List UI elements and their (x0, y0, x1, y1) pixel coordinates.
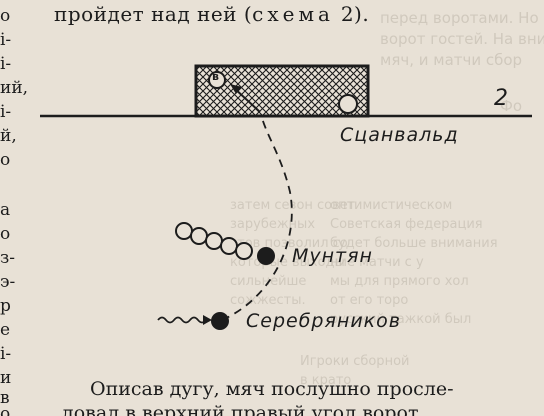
left-fragment: о (0, 404, 11, 416)
bleed-through-fo: Фо (500, 96, 522, 117)
heading-line: пройдет над ней (схема 2). (54, 2, 369, 26)
bleed-line: мяч, и матчи сбор (380, 51, 523, 69)
bleed-line: ние матчи с у (330, 255, 424, 270)
bleed-line: оптимистическом (330, 198, 453, 213)
left-fragment: і- (0, 54, 12, 74)
heading-prefix: пройдет над ней ( (54, 2, 253, 26)
run-arrow-head-icon (203, 315, 212, 325)
bleed-line: Фо (500, 97, 523, 115)
dribble-circle (175, 222, 193, 240)
left-fragment: о (0, 150, 11, 170)
left-fragment: й, (0, 126, 17, 146)
dribble-circle (220, 237, 238, 255)
bleed-through-bottom: Игроки сборной в крато (300, 352, 409, 390)
goalkeeper-marker (338, 94, 358, 114)
left-fragment: з- (0, 248, 16, 268)
body-text-line-1: Описав дугу, мяч послушно просле- (90, 378, 454, 400)
scheme-number-label: 2 (494, 86, 509, 111)
serebryanikov-label: Серебряников (246, 310, 401, 332)
left-fragment: і- (0, 30, 12, 50)
heading-scheme-word: схема (252, 2, 334, 26)
left-fragment: і- (0, 102, 12, 122)
body-text-line-2: довал в верхний правый угол ворот. (62, 402, 425, 416)
muntyan-player-marker (257, 247, 275, 265)
left-fragment: о (0, 224, 11, 244)
serebryanikov-player-marker (211, 312, 229, 330)
goalkeeper-label: Сцанвальд (340, 124, 459, 146)
muntyan-label: Мунтян (292, 245, 373, 267)
bleed-line: ворот гостей. На внимании (380, 30, 544, 48)
wavy-run-line (157, 316, 207, 324)
bleed-line: в крато (300, 373, 352, 388)
bleed-through-middle-column: затем сезон совет зарубежных стов позвол… (230, 196, 355, 310)
bleed-through-top-right: перед воротами. Но мяч ворот гостей. На … (380, 8, 544, 71)
bleed-line: стов позволил со (230, 236, 348, 251)
heading-scheme-number: 2). (340, 2, 370, 26)
arrow-head-icon (230, 84, 242, 94)
ball-marker-letter: в (212, 70, 219, 83)
bleed-line: будет больше внимания (330, 236, 498, 251)
ball-marker-icon (208, 71, 226, 89)
left-fragment: о (0, 6, 11, 26)
bleed-line: затем сезон совет (230, 198, 356, 213)
bleed-through-right-column: оптимистическом Советская федерация буде… (330, 196, 498, 329)
left-fragment: е (0, 320, 11, 340)
left-fragment: а (0, 200, 11, 220)
dribble-circle (235, 242, 253, 260)
dribble-circle (205, 232, 223, 250)
ball-arrow-line (233, 87, 261, 113)
bleed-line: Советская федерация (330, 217, 483, 232)
left-fragment: р (0, 296, 11, 316)
bleed-line: русский тажкой был (330, 312, 472, 327)
left-fragment: э- (0, 272, 16, 292)
bleed-line: Игроки сборной (300, 354, 410, 369)
bleed-line: перед воротами. Но мяч (380, 9, 544, 27)
ball-trajectory (221, 117, 293, 321)
left-fragment: и (0, 368, 12, 388)
dribble-circle (190, 227, 208, 245)
bleed-line: от его торо (330, 293, 409, 308)
left-fragment: в (0, 388, 10, 408)
bleed-line: зарубежных (230, 217, 316, 232)
left-fragment: і- (0, 344, 12, 364)
bleed-line: мы для прямого хол (330, 274, 469, 289)
